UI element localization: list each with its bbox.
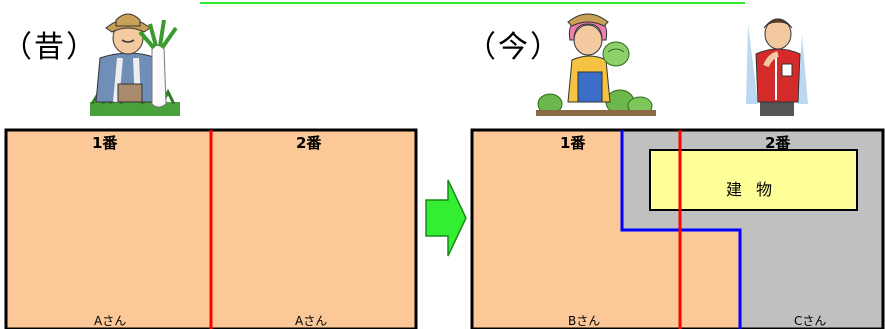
past-lot-1-owner: Aさん bbox=[94, 314, 127, 328]
building bbox=[649, 149, 858, 211]
present-lot-2-number: 2番 bbox=[765, 134, 791, 152]
past-lot-2-number: 2番 bbox=[296, 134, 322, 152]
present-lot-1-number: 1番 bbox=[560, 134, 586, 152]
present-map bbox=[470, 128, 885, 329]
present-lot-2-owner: Cさん bbox=[794, 314, 827, 328]
man-in-red-jacket-icon bbox=[746, 18, 808, 116]
present-label: （今） bbox=[466, 30, 562, 65]
title-underline bbox=[200, 2, 745, 4]
past-lot-2-owner: Aさん bbox=[295, 314, 328, 328]
farmer-woman-with-cabbage-icon bbox=[536, 13, 656, 116]
building-label: 建物 bbox=[726, 180, 787, 199]
past-lot-1-number: 1番 bbox=[92, 134, 118, 152]
farmer-with-radish-icon bbox=[90, 13, 180, 116]
right-arrow-icon bbox=[425, 179, 467, 257]
past-label: （昔） bbox=[2, 30, 98, 65]
present-lot-1-owner: Bさん bbox=[568, 314, 601, 328]
past-map bbox=[4, 128, 418, 329]
present-b-land bbox=[472, 130, 740, 329]
